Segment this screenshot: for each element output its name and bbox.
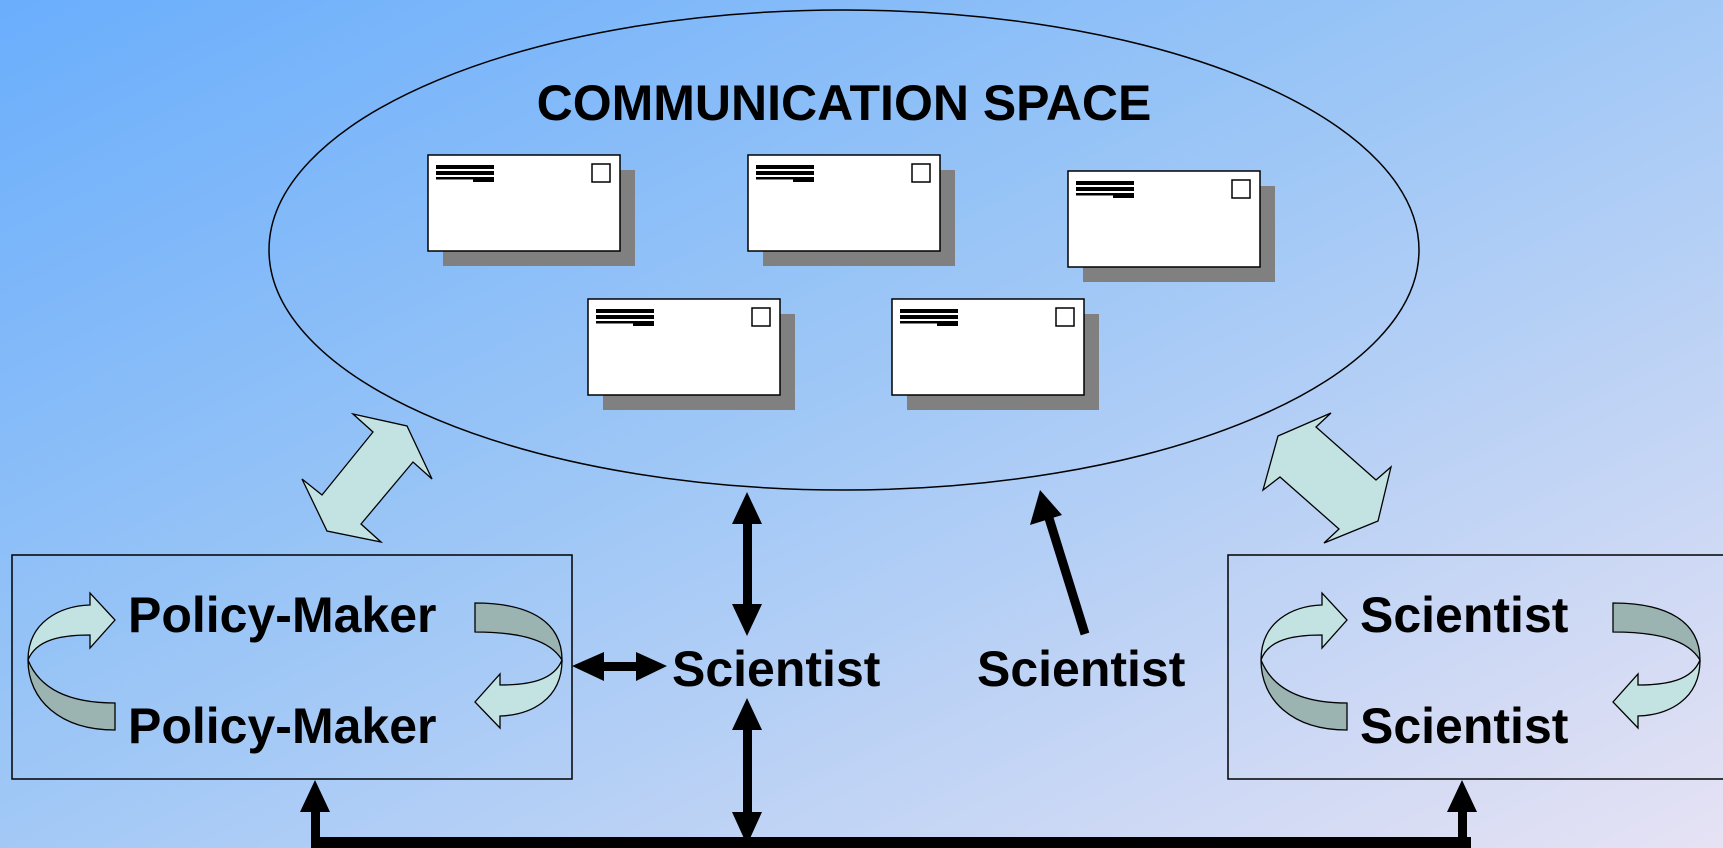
free-scientist-to-space-arrow	[1030, 490, 1090, 636]
left-wide-double-arrow	[301, 412, 433, 544]
policy-maker-group-box	[11, 554, 573, 780]
right-wide-double-arrow	[1261, 412, 1393, 544]
document-icon	[891, 298, 1100, 411]
scientist-group-bottom-label: Scientist	[1360, 698, 1569, 754]
communication-space-title: COMMUNICATION SPACE	[537, 75, 1152, 131]
scientist-group-box	[1227, 554, 1723, 780]
middle-scientist-label: Scientist	[672, 641, 881, 697]
right-cycle-arrows	[1260, 591, 1701, 731]
scientist-group-top-label: Scientist	[1360, 587, 1569, 643]
document-icon	[427, 154, 636, 267]
free-scientist-label: Scientist	[977, 641, 1186, 697]
document-icon	[587, 298, 796, 411]
policy-maker-to-scientist-double-arrow	[572, 652, 667, 681]
document-icon	[747, 154, 956, 267]
scientist-to-bottom-double-arrow	[732, 698, 762, 845]
ellipse-to-scientist-double-arrow	[732, 492, 762, 636]
left-cycle-arrows	[27, 591, 563, 731]
policy-maker-bottom-label: Policy-Maker	[128, 698, 436, 754]
policy-maker-top-label: Policy-Maker	[128, 587, 436, 643]
document-icon	[1067, 170, 1276, 283]
bottom-connector	[300, 780, 1477, 848]
communication-space-ellipse	[268, 9, 1420, 491]
